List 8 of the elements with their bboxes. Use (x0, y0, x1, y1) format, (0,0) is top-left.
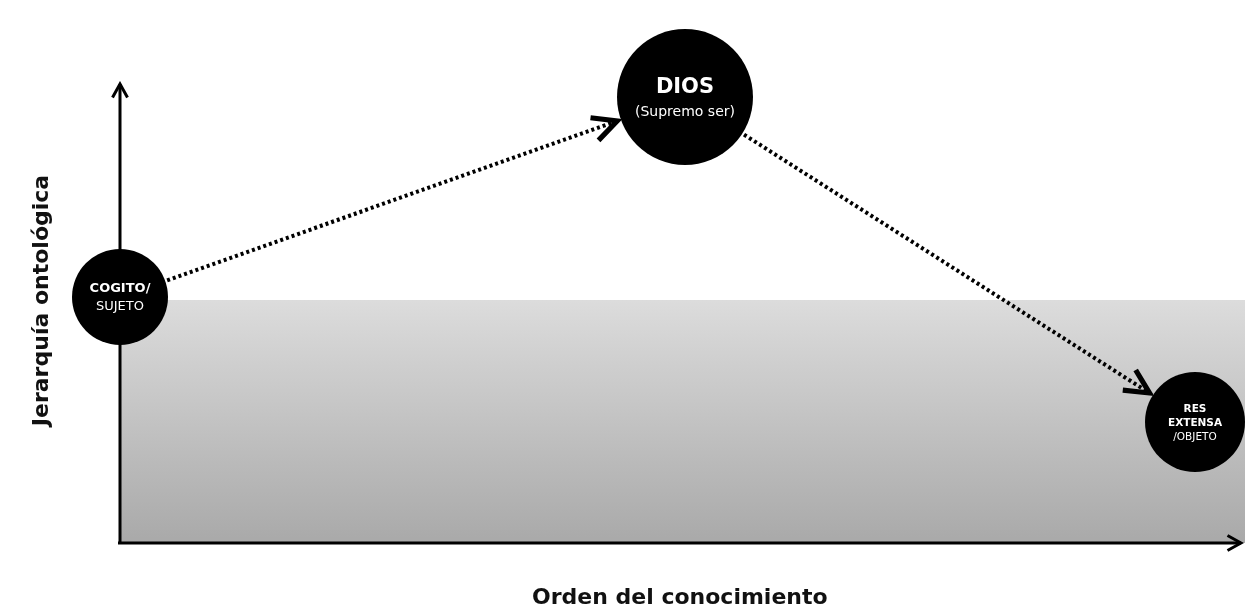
node-text: (Supremo ser) (635, 101, 735, 121)
arrow (166, 115, 620, 283)
arrow (742, 132, 1153, 396)
node-text: COGITO/ SUJETO (88, 279, 152, 315)
x-axis-title: Orden del conocimiento (532, 583, 828, 609)
node-text: RES EXTENSA /OBJETO (1167, 400, 1223, 444)
y-axis-title: Jerarquía ontológica (27, 174, 53, 426)
node-title: DIOS (655, 73, 715, 98)
